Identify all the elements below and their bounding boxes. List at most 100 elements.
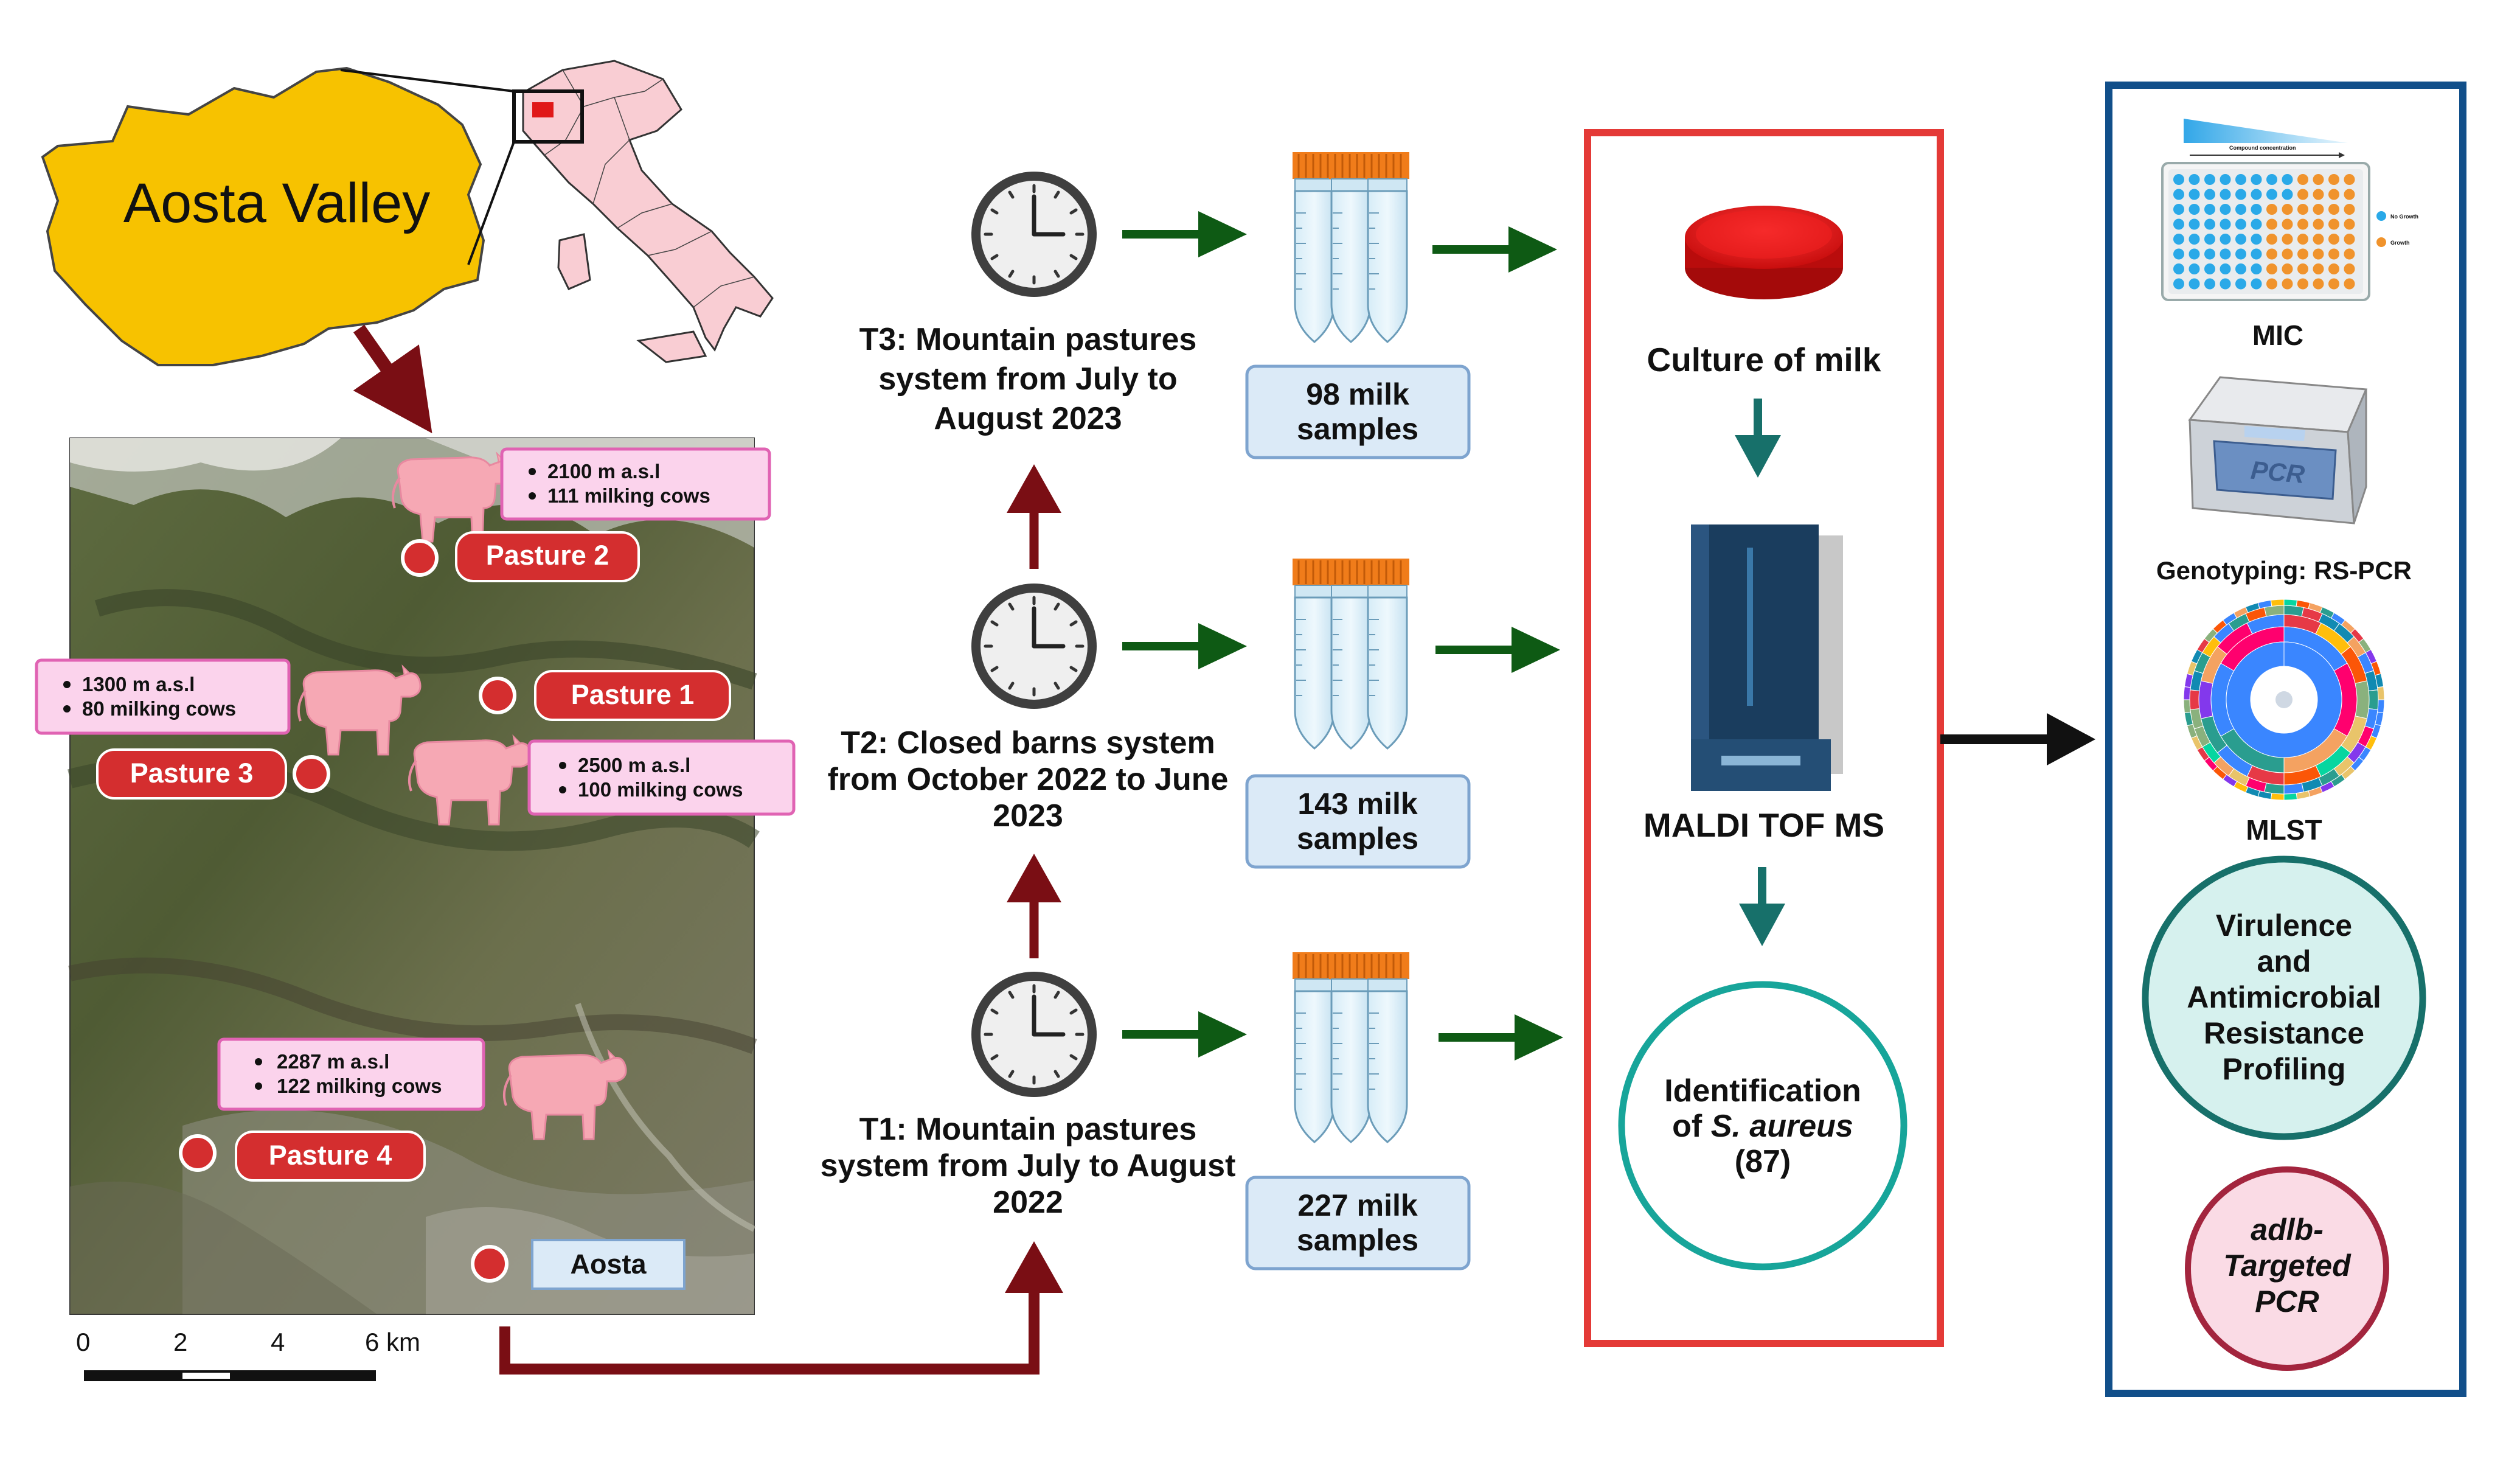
identification-line1: Identification <box>1664 1073 1861 1109</box>
plate-well <box>2220 248 2231 260</box>
pasture-1-info-box <box>527 739 796 816</box>
plate-well <box>2173 189 2184 200</box>
plate-well <box>2173 218 2184 230</box>
sunburst-segment <box>2283 793 2298 801</box>
plate-well <box>2189 248 2200 260</box>
plate-well <box>2235 189 2246 200</box>
plate-well <box>2282 263 2293 274</box>
scale-tick-4: 4 <box>271 1328 285 1356</box>
plate-well <box>2313 218 2324 230</box>
plate-well <box>2328 204 2339 215</box>
plate-well <box>2251 218 2262 230</box>
zoom-box <box>512 89 584 144</box>
samples-t2-line2: samples <box>1297 821 1418 855</box>
plate-well <box>2173 248 2184 260</box>
plate-well <box>2189 278 2200 290</box>
t3-to-tubes-arrow <box>1122 211 1247 257</box>
virulence-circle <box>2142 855 2426 1140</box>
aosta-valley-region <box>41 66 485 366</box>
plate-well <box>2204 248 2215 260</box>
plate-well <box>2282 204 2293 215</box>
plate-well <box>2297 263 2308 274</box>
sunburst-segment <box>2283 599 2298 607</box>
plate-well <box>2328 189 2339 200</box>
identification-of: of <box>1672 1109 1703 1144</box>
pcr-device-label: PCR <box>2249 456 2306 489</box>
t2-to-tubes-arrow <box>1122 623 1247 669</box>
plate-well <box>2266 248 2277 260</box>
sunburst-segment <box>2270 793 2285 801</box>
sunburst-segment <box>2270 599 2285 607</box>
plate-well <box>2313 174 2324 185</box>
plate-well <box>2235 248 2246 260</box>
plate-well <box>2251 234 2262 245</box>
pasture-4-altitude: 2287 m a.s.l <box>277 1050 389 1073</box>
pasture-2-altitude: 2100 m a.s.l <box>547 460 660 483</box>
plate-well <box>2220 204 2231 215</box>
pasture-2-marker <box>401 539 439 577</box>
virulence-line3: Antimicrobial <box>2187 980 2381 1014</box>
pasture-2-cows: 111 milking cows <box>547 484 710 507</box>
sunburst-segment <box>2377 686 2385 700</box>
genotyping-label: Genotyping: RS-PCR <box>2156 556 2412 585</box>
plate-well <box>2220 218 2231 230</box>
plate-well <box>2189 234 2200 245</box>
t1-label-line2: system from July to August <box>821 1148 1236 1183</box>
plate-well <box>2251 174 2262 185</box>
plate-well <box>2297 278 2308 290</box>
plate-well <box>2173 278 2184 290</box>
plate-well <box>2344 204 2355 215</box>
sunburst-segment <box>2183 686 2191 700</box>
t2-label-line2: from October 2022 to June <box>828 762 1229 797</box>
plate-well <box>2235 174 2246 185</box>
tubes-t2-icon <box>1291 557 1411 750</box>
t3-label-line2: system from July to <box>878 361 1177 397</box>
pasture-1-marker <box>479 677 516 714</box>
plate-well <box>2235 278 2246 290</box>
plate-well <box>2204 189 2215 200</box>
sunburst-segment <box>2368 689 2379 710</box>
plate-well <box>2297 218 2308 230</box>
plate-well <box>2344 218 2355 230</box>
petri-dish-icon <box>1685 206 1843 299</box>
plate-well <box>2251 278 2262 290</box>
plate-legend-no-growth: No Growth <box>2390 214 2418 220</box>
culture-to-maldi-arrow <box>1735 399 1781 478</box>
mic-plate-icon <box>2161 119 2386 301</box>
plate-well <box>2297 248 2308 260</box>
mic-label: MIC <box>2252 319 2303 351</box>
adlb-line2: Targeted <box>2223 1249 2352 1283</box>
sicily-icon <box>636 330 707 363</box>
pasture-3-cows: 80 milking cows <box>82 697 236 720</box>
plate-well <box>2313 248 2324 260</box>
mlst-label: MLST <box>2246 814 2322 846</box>
t2-label-line1: T2: Closed barns system <box>841 725 1215 761</box>
plate-well <box>2204 263 2215 274</box>
t2-to-lab-arrow <box>1435 627 1560 673</box>
plate-well <box>2313 189 2324 200</box>
map-arrow-down <box>353 324 432 434</box>
samples-t3-box <box>1245 364 1471 459</box>
aosta-label-box <box>531 1239 686 1290</box>
tubes-t3-icon <box>1291 151 1411 343</box>
identification-species: S. aureus <box>1711 1109 1853 1144</box>
plate-well <box>2313 278 2324 290</box>
t2-to-t3-arrow <box>1007 464 1061 569</box>
plate-well <box>2173 263 2184 274</box>
pasture-4-info-box <box>217 1037 485 1111</box>
plate-well <box>2189 174 2200 185</box>
pasture-4-name: Pasture 4 <box>269 1140 392 1171</box>
plate-well <box>2220 189 2231 200</box>
plate-well <box>2344 174 2355 185</box>
sardinia-icon <box>557 233 591 290</box>
pasture-2-info-box <box>500 447 771 521</box>
pasture-4-marker <box>179 1134 217 1172</box>
virulence-line4: Resistance <box>2204 1016 2364 1050</box>
plate-well <box>2297 174 2308 185</box>
plate-well <box>2189 189 2200 200</box>
plate-title: Compound concentration <box>2229 145 2296 151</box>
sunburst-segment <box>2198 680 2213 719</box>
pasture-2-label <box>455 531 640 582</box>
samples-t2-line1: 143 milk <box>1297 787 1418 821</box>
